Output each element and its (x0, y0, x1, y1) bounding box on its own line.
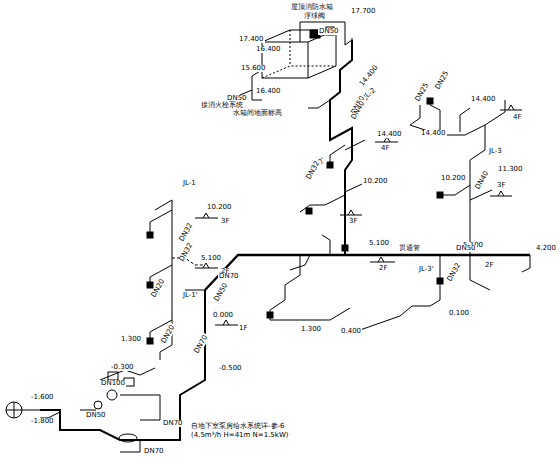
drawing-label: 16.400 (255, 46, 282, 53)
drawing-label: 1.300 (300, 326, 322, 333)
drawing-label: 14.400 (470, 96, 497, 103)
drawing-label: 贯通管 (398, 245, 421, 252)
drawing-label: 3F (220, 218, 230, 225)
drawing-label: 14.400 (358, 64, 380, 89)
valves (147, 98, 443, 344)
drawing-label: 1.300 (120, 336, 142, 343)
drawing-label: DN32 (178, 241, 195, 263)
drawing-label: 10.200 (206, 204, 233, 211)
drawing-label: 0.100 (448, 310, 470, 317)
drawing-label: -0.500 (218, 365, 243, 372)
drawing-label: 水箱间地面标高 (232, 110, 283, 117)
drawing-label: 15.600 (240, 65, 267, 72)
drawing-label: 接消火栓系统 (200, 102, 244, 109)
drawing-label: DN20 (150, 277, 167, 299)
drawing-label: 屋顶消防水箱 (290, 4, 334, 11)
drawing-label: 3F (496, 182, 506, 189)
drawing-label: DN70 (218, 273, 240, 280)
drawing-label: DN32 (178, 221, 195, 243)
drawing-label: 3F (348, 218, 358, 225)
drawing-label: DN70 (193, 333, 210, 355)
drawing-label: 2F (484, 262, 494, 269)
drawing-label: 10.200 (362, 178, 389, 185)
drawing-label: 14.400 (420, 130, 447, 137)
drawing-label: 0.000 (212, 312, 234, 319)
drawing-label: DN50 (226, 95, 248, 102)
drawing-label: 4F (380, 145, 390, 152)
drawing-label: 10.200 (440, 175, 467, 182)
drawing-label: 17.700 (350, 8, 377, 15)
drawing-label: 4F (512, 114, 522, 121)
drawing-label: 0.400 (340, 328, 362, 335)
drawing-label: -0.300 (110, 364, 135, 371)
drawing-label: DN70 (162, 420, 184, 427)
drawing-label: 1F (238, 325, 248, 332)
drawing-label: DN32 (305, 159, 322, 181)
drawing-label: 5.100 (200, 255, 222, 262)
drawing-label: DN70 (143, 448, 165, 455)
drawing-label: 浮球阀 (303, 13, 326, 20)
drawing-label: JL-3' (418, 266, 435, 273)
drawing-label: DN40 (350, 99, 367, 121)
drawing-label: DN40 (474, 169, 491, 191)
drawing-label: 16.400 (255, 88, 282, 95)
drawing-label: (4.5m³/h H=41m N=1.5kW) (190, 432, 290, 439)
drawing-label: DN25 (414, 81, 431, 103)
drawing-label: 5.100 (368, 240, 390, 247)
drawing-label: 17.400 (238, 36, 265, 43)
drawing-label: 2F (378, 265, 388, 272)
drawing-label: JL-1 (182, 180, 197, 187)
drawing-label: -1.600 (30, 394, 55, 401)
drawing-label: 14.400 (376, 131, 403, 138)
drawing-label: 4.200 (535, 245, 557, 252)
drawing-label: DN20 (160, 323, 177, 345)
level-marks (195, 105, 522, 325)
drawing-label: DN50 (213, 281, 230, 303)
drawing-label: DN25 (434, 69, 451, 91)
drawing-label: DN50 (318, 28, 340, 35)
drawing-label: 11.300 (497, 166, 524, 173)
drawing-label: -1.800 (30, 418, 55, 425)
drawing-label: 自地下室泵房给水系统详-参-6 (190, 423, 286, 430)
drawing-label: DN32 (446, 261, 463, 283)
drawing-label: DN50 (455, 245, 477, 252)
drawing-label: JL-1' (182, 292, 199, 299)
drawing-label: DN100 (100, 380, 126, 387)
drawing-label: JL-3 (488, 148, 503, 155)
drawing-label: DN50 (85, 412, 107, 419)
